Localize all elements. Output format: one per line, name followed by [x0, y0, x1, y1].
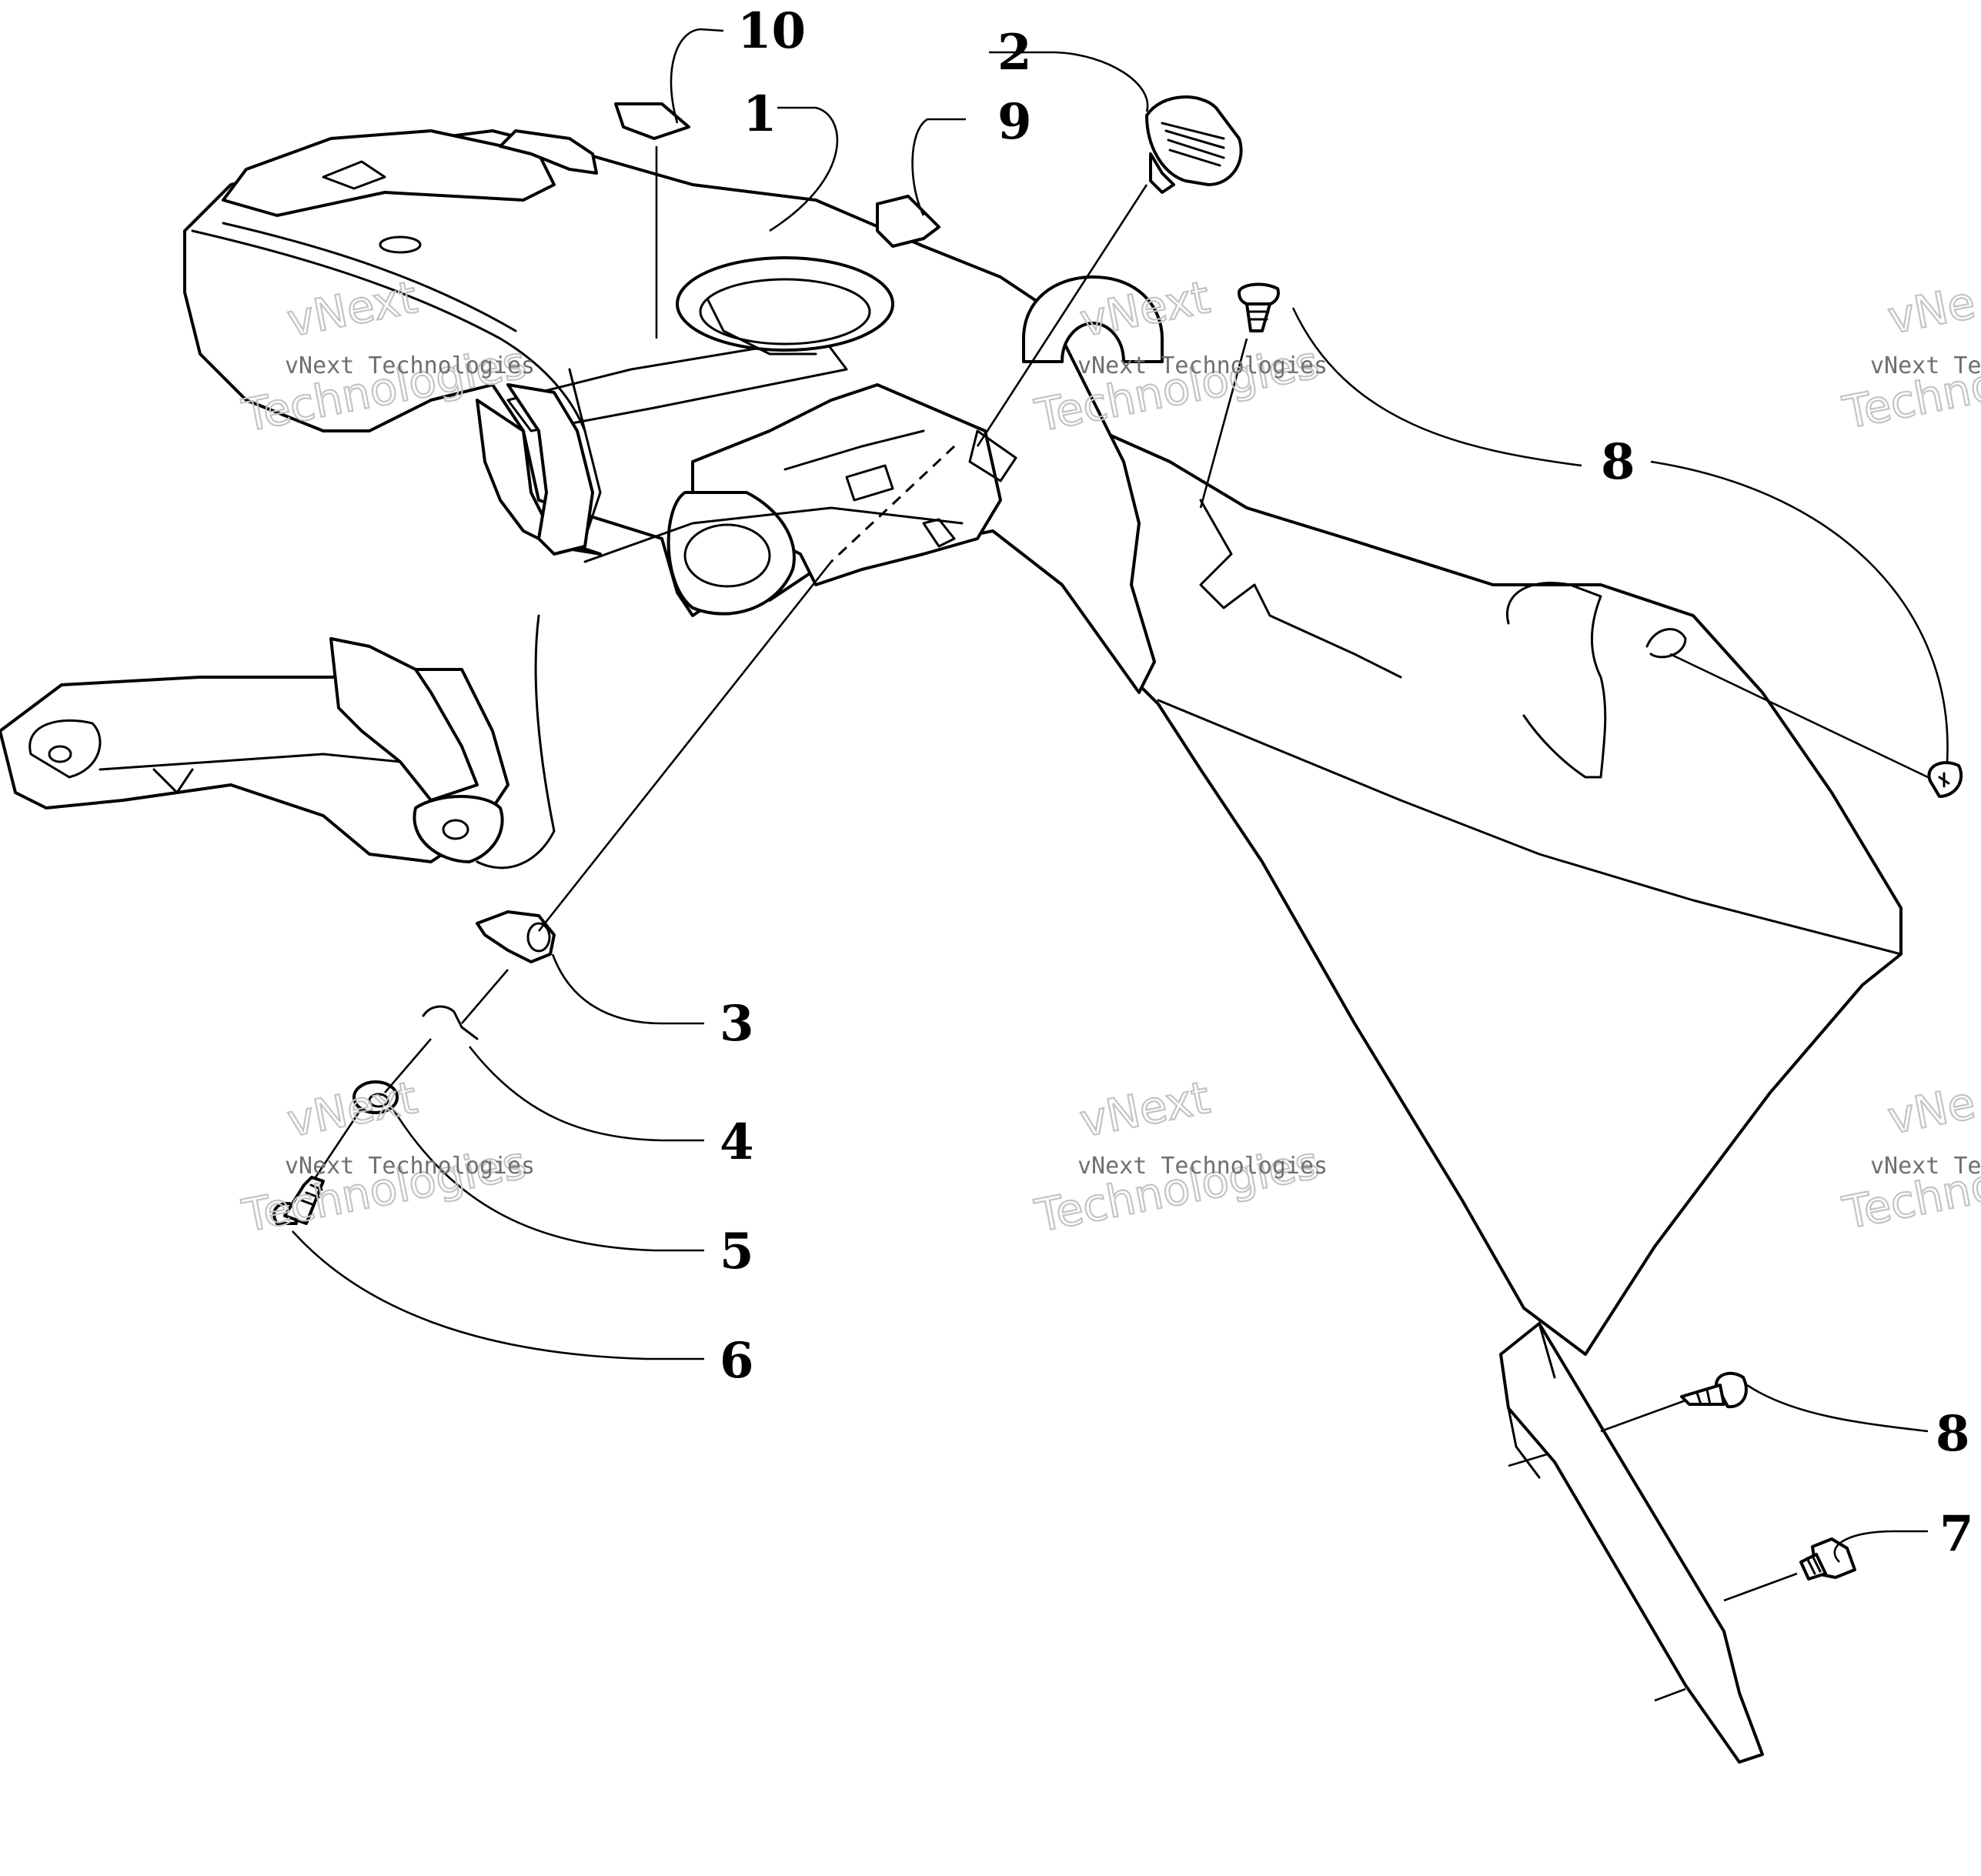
callout-2: 2 [997, 24, 1032, 82]
callout-8-top: 8 [1601, 433, 1635, 491]
svg-text:vNe: vNe [1884, 1077, 1979, 1144]
decal-10-part [614, 102, 690, 140]
clip-nut-part [476, 910, 556, 963]
svg-text:vNext Technologies: vNext Technologies [1077, 1153, 1328, 1180]
watermark-4: vNext Technologies vNext Technologies [1030, 1070, 1328, 1243]
callout-9: 9 [997, 93, 1032, 151]
screw-6-part [272, 1176, 325, 1225]
svg-text:vNext Technologies: vNext Technologies [285, 1153, 535, 1180]
callout-7: 7 [1939, 1505, 1974, 1563]
svg-text:vNext Technologies: vNext Technologies [285, 352, 535, 379]
callout-10: 10 [737, 2, 806, 60]
watermark-3: vNext Technologies vNext Technologies [237, 1070, 535, 1243]
svg-text:vNe: vNe [1884, 276, 1979, 344]
assembly-lines [314, 146, 1929, 1702]
callout-5: 5 [720, 1223, 754, 1280]
svg-text:vNext Tec: vNext Tec [1870, 1153, 1981, 1180]
svg-text:vNext Tec: vNext Tec [1870, 352, 1981, 379]
svg-text:vNext: vNext [283, 1071, 421, 1147]
screw-8-top-part [1238, 282, 1280, 332]
callout-6: 6 [720, 1332, 754, 1390]
callout-4: 4 [720, 1113, 754, 1171]
watermark-6-partial: vNe Techno vNext Tec [1838, 1076, 1981, 1240]
watermark-5-partial: vNe Techno vNext Tec [1838, 275, 1981, 440]
knob-part [1145, 95, 1243, 194]
callout-1: 1 [743, 85, 777, 143]
callout-8-bottom: 8 [1936, 1405, 1970, 1463]
svg-text:vNext: vNext [1076, 1071, 1214, 1147]
callout-leaders [292, 28, 1949, 1563]
svg-text:vNext Technologies: vNext Technologies [1077, 352, 1328, 379]
decal-9-part [876, 195, 940, 248]
screw-8-right-part [1927, 761, 1963, 798]
screw-8-lower-part [1680, 1371, 1748, 1409]
callout-3: 3 [720, 995, 754, 1053]
spring-clip-part [422, 1005, 479, 1040]
callout-labels: 10 1 2 9 8 3 4 5 6 8 7 [720, 2, 1974, 1563]
screw-7-part [1799, 1537, 1856, 1581]
hood-body-part [0, 129, 1902, 1764]
